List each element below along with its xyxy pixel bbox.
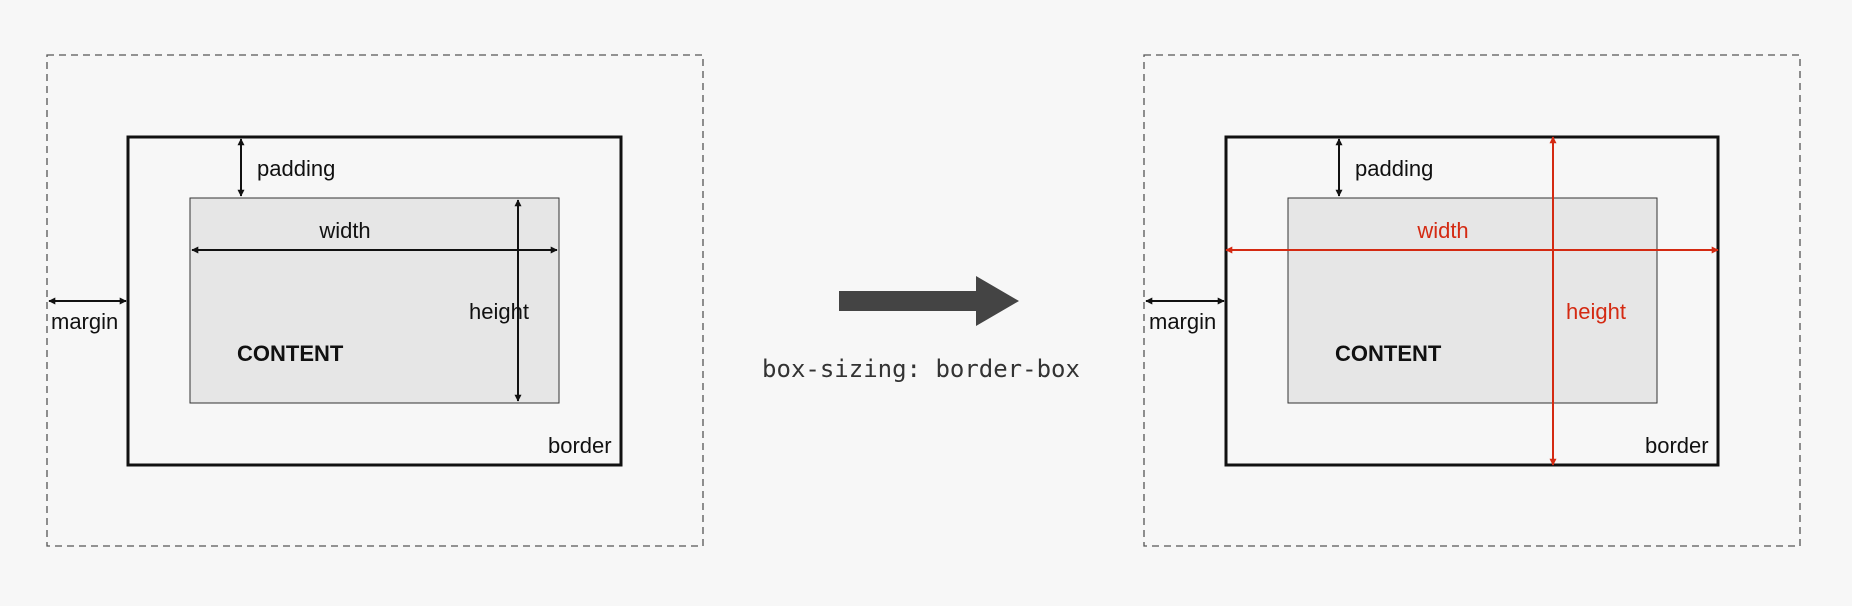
content-label: CONTENT	[1335, 341, 1442, 366]
border-box	[1224, 135, 1720, 467]
width-label: width	[1416, 218, 1468, 243]
margin-box	[1143, 54, 1801, 547]
border-box-diagram: padding width height margin CONTENT bord…	[1143, 54, 1801, 547]
padding-label: padding	[257, 156, 335, 181]
margin-label: margin	[51, 309, 118, 334]
content-area	[189, 197, 560, 404]
height-label: height	[469, 299, 529, 324]
right-arrow-icon	[839, 276, 1019, 326]
content-label: CONTENT	[237, 341, 344, 366]
padding-label: padding	[1355, 156, 1433, 181]
content-area	[1287, 197, 1658, 404]
border-box	[126, 135, 623, 467]
box-sizing-caption: box-sizing: border-box	[762, 355, 1080, 383]
margin-box	[46, 54, 704, 547]
width-label: width	[318, 218, 370, 243]
border-label: border	[1645, 433, 1709, 458]
content-box-diagram: padding width height margin CONTENT bord…	[46, 54, 704, 547]
border-label: border	[548, 433, 612, 458]
transition: box-sizing: border-box	[762, 276, 1080, 383]
height-label: height	[1566, 299, 1626, 324]
margin-label: margin	[1149, 309, 1216, 334]
